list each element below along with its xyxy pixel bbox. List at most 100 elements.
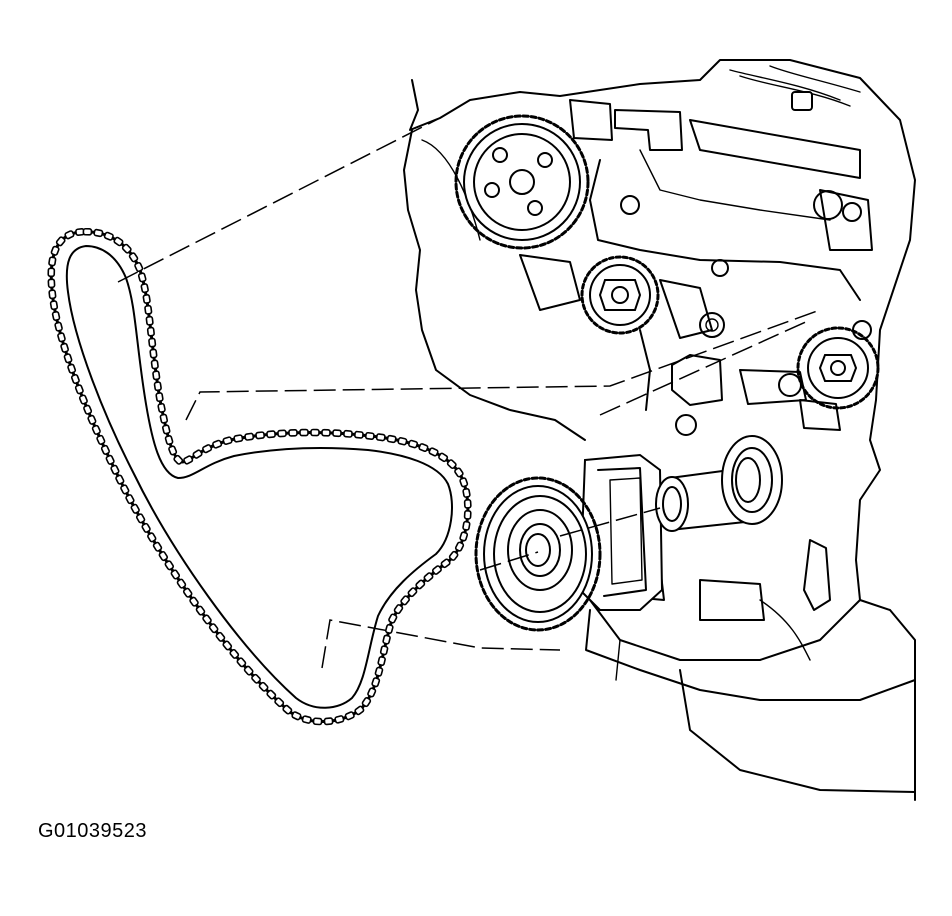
chain-link [96,434,106,445]
chain-link [266,430,276,439]
chain-link [115,474,125,485]
chain-link [202,614,212,625]
chain-link [64,230,75,240]
chain-link [274,697,285,708]
chain-link [63,353,73,364]
chain-link [57,332,66,343]
chain-link [152,370,161,381]
chain-link [140,283,149,294]
chain-link [354,705,365,716]
timing-chain [47,227,472,726]
chain-link [407,587,418,598]
chain-link [375,433,386,442]
chain-link [354,430,364,439]
chain-link [113,236,124,247]
chain-link [70,373,80,385]
chain-link [176,578,187,589]
chain-link [258,681,269,692]
chain-link [164,435,174,446]
chain-link [385,623,394,634]
chain-link [233,434,244,443]
assembly-lines [117,117,821,669]
chain-link [170,569,181,580]
chain-link [251,673,261,684]
chain-link [130,503,140,514]
chain-link [54,321,63,332]
chain-link [142,294,151,304]
chain-link [78,394,88,405]
chain-link [374,666,384,677]
chain-link [367,687,377,698]
chain-link [195,605,206,616]
chain-link [182,587,193,598]
chain-link [301,715,312,724]
chain-link [400,595,410,606]
chain-link [364,431,375,441]
chain-link [147,532,157,543]
chain-link [50,245,60,256]
chain-link [222,640,233,651]
chain-link [388,613,398,624]
chain-link [120,484,130,495]
chain-link [93,228,104,238]
chain-link [459,531,469,542]
chain-link [162,424,171,435]
chain-link [379,645,389,656]
chain-link [393,604,404,615]
chain-link [371,677,381,688]
chain-link [415,579,426,590]
chain-link [440,558,451,569]
chain-link [164,560,174,571]
chain-link [310,428,320,437]
chain-link [51,311,61,321]
chain-link [334,715,345,724]
chain-link [277,429,287,438]
chain-link [423,572,434,582]
chain-link [266,689,277,700]
crankshaft-snout [578,435,783,611]
chain-link [212,439,223,449]
chain-link [428,447,439,457]
chain-link [454,541,465,552]
chain-link [418,443,429,452]
chain-link [299,428,309,437]
chain-link [448,550,459,561]
chain-link [100,444,110,455]
chain-link [282,704,293,715]
chain-link [215,631,226,642]
chain-link [236,657,247,668]
chain-link [312,717,323,726]
chain-link [463,510,472,520]
chain-link [462,520,471,531]
chain-link [146,326,155,337]
chain-link [87,414,97,425]
chain-link [343,429,353,438]
chain-link [192,449,203,459]
chain-link [454,467,464,478]
chain-link [431,565,442,575]
chain-link [408,439,419,449]
chain-link [91,424,101,435]
chain-link [183,455,194,465]
chain-link [361,697,372,708]
chain-link [83,404,93,415]
chain-link [244,432,255,441]
chain-link [121,243,132,254]
chain-link [158,551,169,562]
chain-link [159,413,169,424]
chain-link [152,541,163,552]
tensioner-sprocket [796,326,880,410]
chain-link [202,444,213,454]
chain-link [148,337,157,348]
chain-link [145,315,154,326]
chain-link [110,464,120,475]
chain-link [155,392,164,403]
chain-link [157,402,166,413]
chain-link [141,522,151,533]
chain-link [60,342,69,353]
chain-link [288,428,298,437]
chain-link [377,656,386,667]
chain-link [153,381,162,392]
chain-link [462,487,471,498]
